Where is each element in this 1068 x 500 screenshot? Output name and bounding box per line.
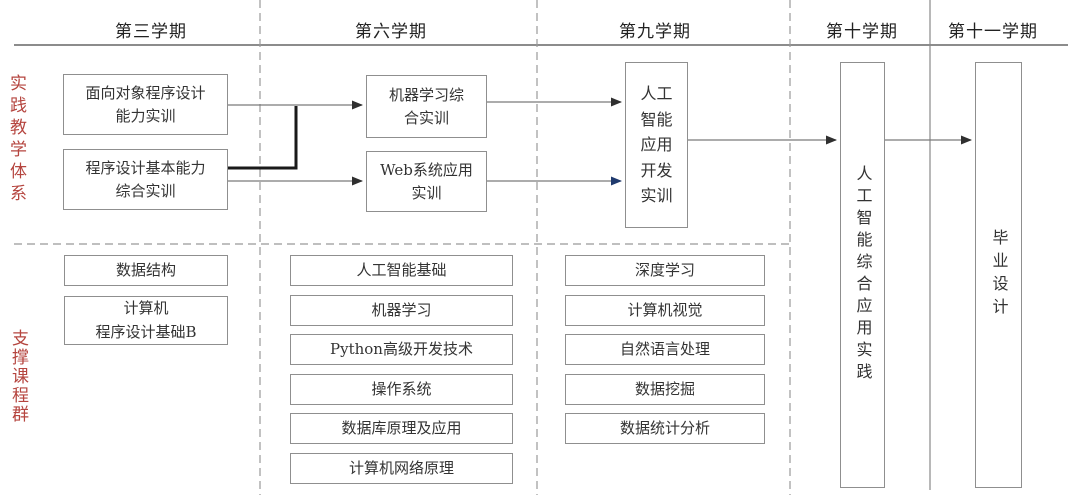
box-course-computer-vision: 计算机视觉 [565,295,765,326]
header-semester-6: 第六学期 [355,22,427,42]
box-graduation-design: 毕业设计 [975,62,1022,488]
box-course-data-structures: 数据结构 [64,255,228,286]
box-course-statistical-analysis: 数据统计分析 [565,413,765,444]
box-ai-comprehensive-practice-label: 人工智能综合应用实践 [853,165,873,385]
box-course-computer-programming-basics-b: 计算机 程序设计基础B [64,296,228,345]
box-machine-learning-training: 机器学习综 合实训 [366,75,487,138]
box-web-system-training: Web系统应用 实训 [366,151,487,212]
header-semester-11: 第十一学期 [948,22,1038,42]
connector-progbasic-to-ml-training-thick [228,106,298,170]
box-ai-application-dev-training-label: 人工智能应用开发实训 [640,84,673,206]
box-course-nlp: 自然语言处理 [565,334,765,365]
box-course-ai-fundamentals: 人工智能基础 [290,255,513,286]
box-course-deep-learning: 深度学习 [565,255,765,286]
row-label-practice-system: 实践教学体系 [6,74,26,206]
box-course-computer-networks: 计算机网络原理 [290,453,513,484]
box-ai-comprehensive-practice: 人工智能综合应用实践 [840,62,885,488]
box-course-operating-systems: 操作系统 [290,374,513,405]
row-label-support-courses: 支撑课程群 [8,329,28,424]
box-course-database-principles: 数据库原理及应用 [290,413,513,444]
box-graduation-design-label: 毕业设计 [989,229,1009,321]
box-oop-programming-training: 面向对象程序设计 能力实训 [63,74,228,135]
box-ai-application-dev-training: 人工智能应用开发实训 [625,62,688,228]
box-course-data-mining: 数据挖掘 [565,374,765,405]
header-semester-3: 第三学期 [115,22,187,42]
box-programming-basic-training: 程序设计基本能力 综合实训 [63,149,228,210]
box-course-python-advanced-dev: Python高级开发技术 [290,334,513,365]
box-course-machine-learning: 机器学习 [290,295,513,326]
header-semester-9: 第九学期 [619,22,691,42]
header-semester-10: 第十学期 [826,22,898,42]
